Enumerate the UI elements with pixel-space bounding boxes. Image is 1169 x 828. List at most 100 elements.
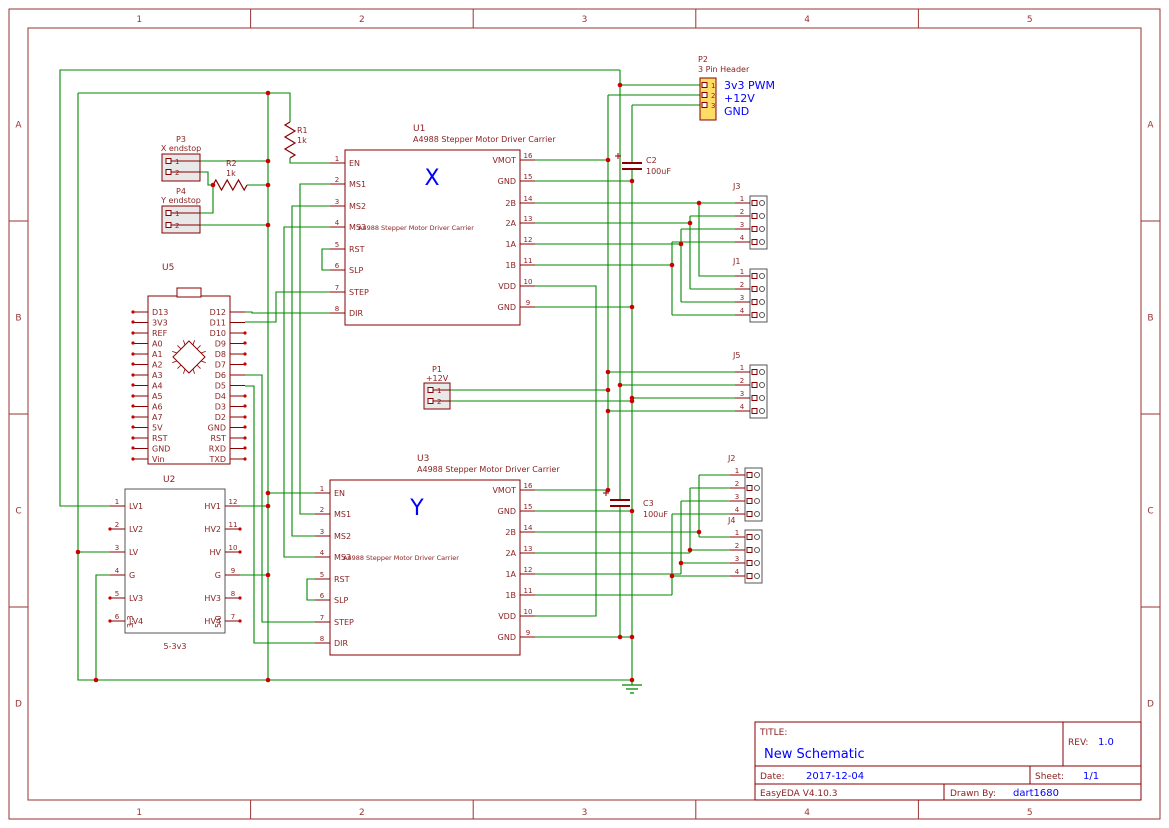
wire[interactable] xyxy=(200,185,214,214)
designator: R1 xyxy=(297,126,308,135)
pin-number: 15 xyxy=(524,173,533,181)
wire[interactable] xyxy=(200,171,213,186)
pin-socket xyxy=(754,511,760,517)
pin-name: D4 xyxy=(215,392,226,401)
pin-number: 3 xyxy=(735,555,739,563)
wire[interactable] xyxy=(321,248,330,271)
pin-number: 1 xyxy=(175,158,179,166)
designator: U2 xyxy=(163,475,175,485)
wire[interactable] xyxy=(291,205,330,537)
pin-number: 10 xyxy=(229,544,238,552)
unconnected-pin-dot xyxy=(131,404,135,408)
pin-number: 11 xyxy=(524,587,533,595)
wire[interactable] xyxy=(245,374,315,623)
net-label[interactable]: GND xyxy=(724,105,749,118)
frame-row-label: C xyxy=(1147,507,1153,517)
pin-name: MS3 xyxy=(334,553,351,562)
pin-name: LV4 xyxy=(129,617,143,626)
pin-pad xyxy=(165,222,172,228)
part-value: 3 Pin Header xyxy=(698,65,750,74)
net-label[interactable]: +12V xyxy=(724,92,755,105)
wires[interactable] xyxy=(59,69,735,685)
wire[interactable] xyxy=(95,574,110,680)
wire[interactable] xyxy=(245,291,330,323)
unconnected-pin-dot xyxy=(131,310,135,314)
wire[interactable] xyxy=(78,92,291,122)
pin-number: 9 xyxy=(526,299,530,307)
usb-connector xyxy=(176,287,202,298)
wire[interactable] xyxy=(245,385,315,644)
pin-number: 11 xyxy=(229,521,238,529)
pin-name: HV3 xyxy=(204,594,221,603)
rev-value[interactable]: 1.0 xyxy=(1098,737,1114,748)
pin-pad xyxy=(165,169,172,175)
pin-name: G xyxy=(215,571,221,580)
component-U5[interactable]: U5D133V3REFA0A1A2A3A4A5A6A75VRSTGNDVinD1… xyxy=(133,263,245,465)
pin-name: GND xyxy=(498,177,516,186)
chip-pin-tick xyxy=(177,345,182,350)
pin-number: 10 xyxy=(524,608,533,616)
junction-dot xyxy=(678,241,684,247)
junction-dot xyxy=(687,220,693,226)
junction-dot xyxy=(669,262,675,268)
pin-name: DIR xyxy=(334,639,349,648)
pin-name: LV3 xyxy=(129,594,143,603)
pin-name: HV4 xyxy=(204,617,221,626)
pin-number: 10 xyxy=(524,278,533,286)
wire[interactable] xyxy=(283,226,330,558)
wire[interactable] xyxy=(306,578,315,601)
pin-number: 2 xyxy=(740,281,744,289)
schematic-title[interactable]: New Schematic xyxy=(764,747,865,762)
pin-name: A0 xyxy=(152,340,163,349)
wire[interactable] xyxy=(289,158,330,164)
wire[interactable] xyxy=(77,93,632,681)
pin-socket xyxy=(759,226,765,232)
pin-pad xyxy=(751,312,758,318)
pin-pad xyxy=(751,299,758,305)
unconnected-pin-dot xyxy=(243,404,247,408)
chip-pin-tick xyxy=(172,360,178,363)
wire[interactable] xyxy=(59,69,620,507)
wire[interactable] xyxy=(698,203,735,277)
pin-pad xyxy=(701,92,708,98)
designator: J4 xyxy=(727,516,735,525)
pin-name: MS2 xyxy=(349,202,366,211)
junction-dot xyxy=(629,395,635,401)
junction-dot xyxy=(629,178,635,184)
part-value: Y endstop xyxy=(160,196,201,205)
wire[interactable] xyxy=(535,285,597,617)
pin-pad xyxy=(746,485,753,491)
pin-name: D3 xyxy=(215,403,226,412)
net-label[interactable]: 3v3 PWM xyxy=(724,79,775,92)
junction-dot xyxy=(617,82,623,88)
unconnected-pin-dot xyxy=(131,331,135,335)
pin-name: 1B xyxy=(505,591,516,600)
pin-name: VDD xyxy=(498,612,516,621)
wire[interactable] xyxy=(299,183,330,515)
pin-name: D13 xyxy=(152,308,168,317)
chip-pin-tick xyxy=(177,364,182,369)
wire[interactable] xyxy=(245,311,330,314)
date-value[interactable]: 2017-12-04 xyxy=(806,771,864,782)
drawn-by-value[interactable]: dart1680 xyxy=(1013,788,1059,799)
sheet-value[interactable]: 1/1 xyxy=(1083,771,1099,782)
